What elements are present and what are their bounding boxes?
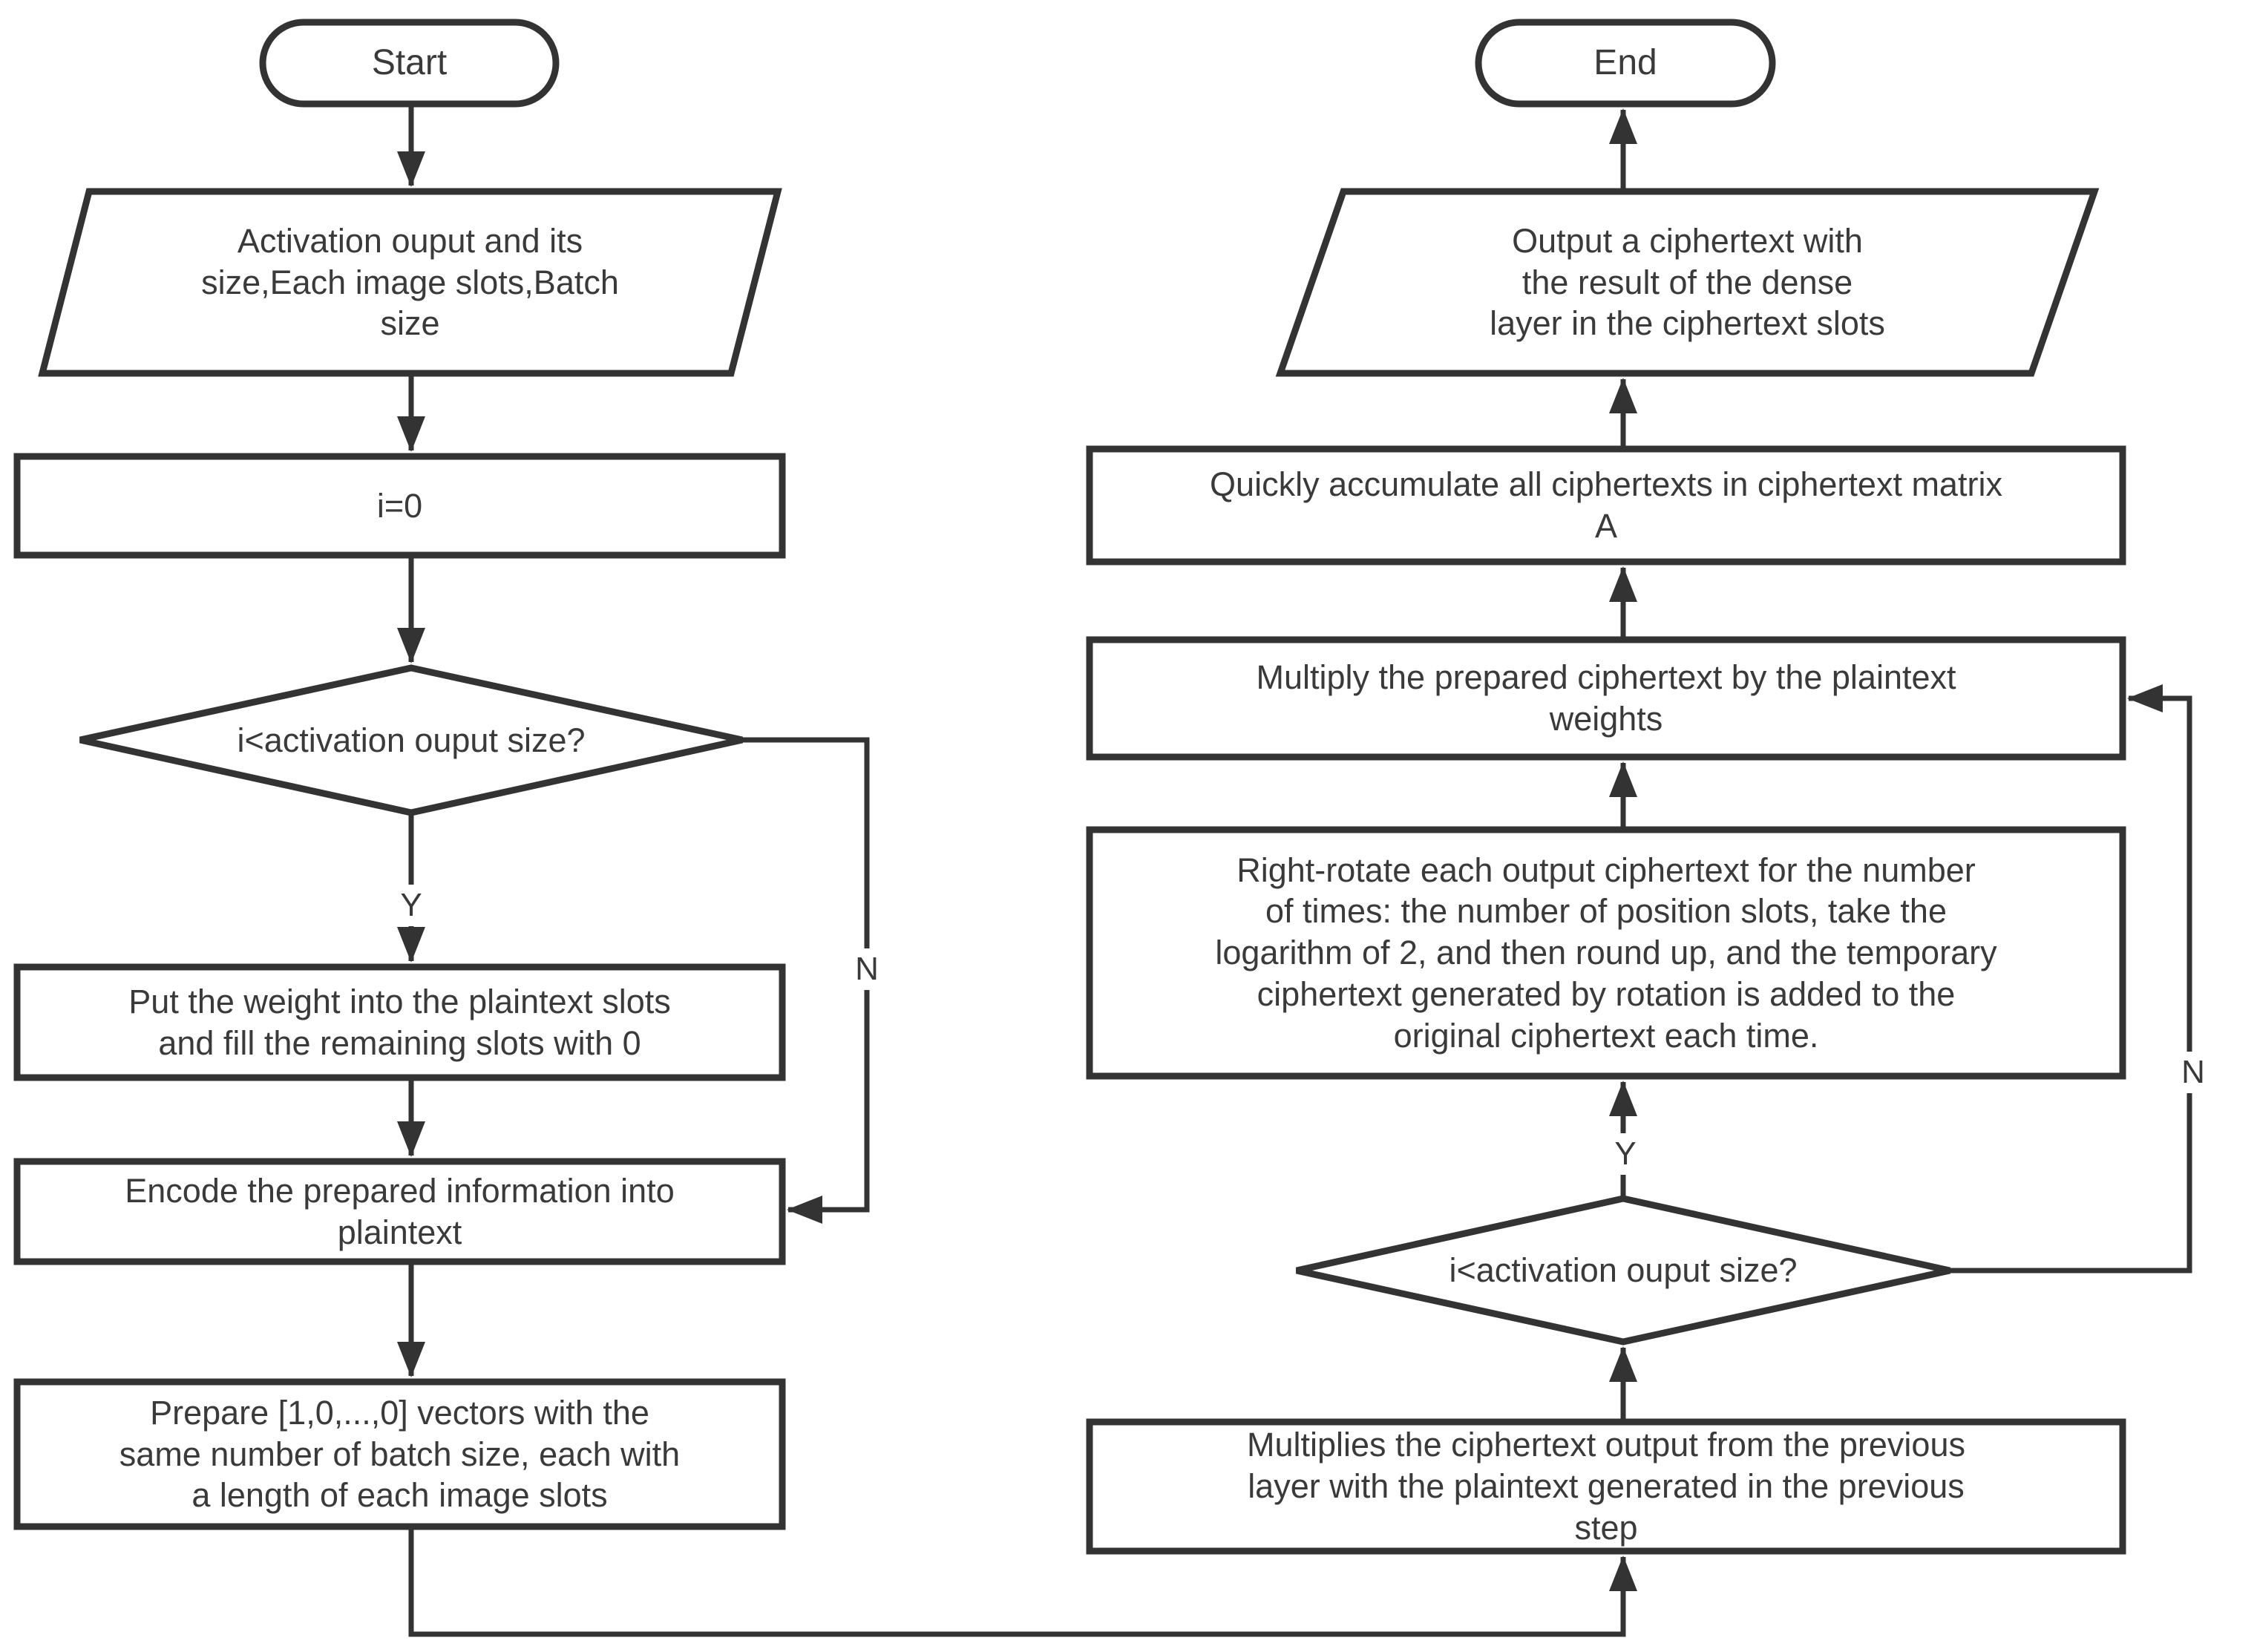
start-label: Start xyxy=(371,43,448,83)
right-yes-label: Y xyxy=(1607,1133,1644,1175)
input-activation-label: Activation ouput and its size,Each image… xyxy=(201,221,619,343)
left-no-label: N xyxy=(848,948,886,990)
accumulate-label: Quickly accumulate all ciphertexts in ci… xyxy=(1210,465,2002,545)
multiply-weights-label: Multiply the prepared ciphertext by the … xyxy=(1256,658,1956,738)
output-parallelogram-shape xyxy=(1275,188,2100,377)
encode-rect-shape xyxy=(13,1158,786,1265)
start-terminator-shape xyxy=(259,19,560,108)
multiply-weights-rect-shape xyxy=(1086,636,2126,761)
edge-decision-right-no xyxy=(1950,684,2192,1274)
encode-label: Encode the prepared information into pla… xyxy=(125,1171,675,1251)
right-no-label: N xyxy=(2174,1052,2212,1093)
right-rotate-label: Right-rotate each output ciphertext for … xyxy=(1215,850,1997,1055)
output-result-label: Output a ciphertext with the result of t… xyxy=(1490,221,1885,343)
input-parallelogram-shape xyxy=(38,188,782,377)
decision-left-diamond-shape xyxy=(79,664,743,816)
decision-right-diamond-shape xyxy=(1296,1195,1950,1345)
right-rotate-rect-shape xyxy=(1086,826,2126,1080)
prepare-vectors-label: Prepare [1,0,...,0] vectors with the sam… xyxy=(119,1393,681,1515)
accumulate-rect-shape xyxy=(1086,445,2126,566)
decision-left-label: i<activation ouput size? xyxy=(237,721,586,759)
decision-right-label: i<activation ouput size? xyxy=(1449,1251,1798,1289)
init-i-label: i=0 xyxy=(376,486,423,525)
multiply-previous-label: Multiplies the ciphertext output from th… xyxy=(1247,1426,1965,1547)
multiply-previous-rect-shape xyxy=(1086,1418,2126,1555)
end-terminator-shape xyxy=(1475,19,1776,108)
put-weight-rect-shape xyxy=(13,963,786,1081)
end-label: End xyxy=(1593,43,1657,83)
prepare-vectors-rect-shape xyxy=(13,1378,786,1530)
edge-prepare-to-multiplyprevious xyxy=(408,1527,1637,1637)
left-yes-label: Y xyxy=(393,885,430,926)
init-i-rect-shape xyxy=(13,453,786,559)
put-weight-label: Put the weight into the plaintext slots … xyxy=(128,982,671,1062)
